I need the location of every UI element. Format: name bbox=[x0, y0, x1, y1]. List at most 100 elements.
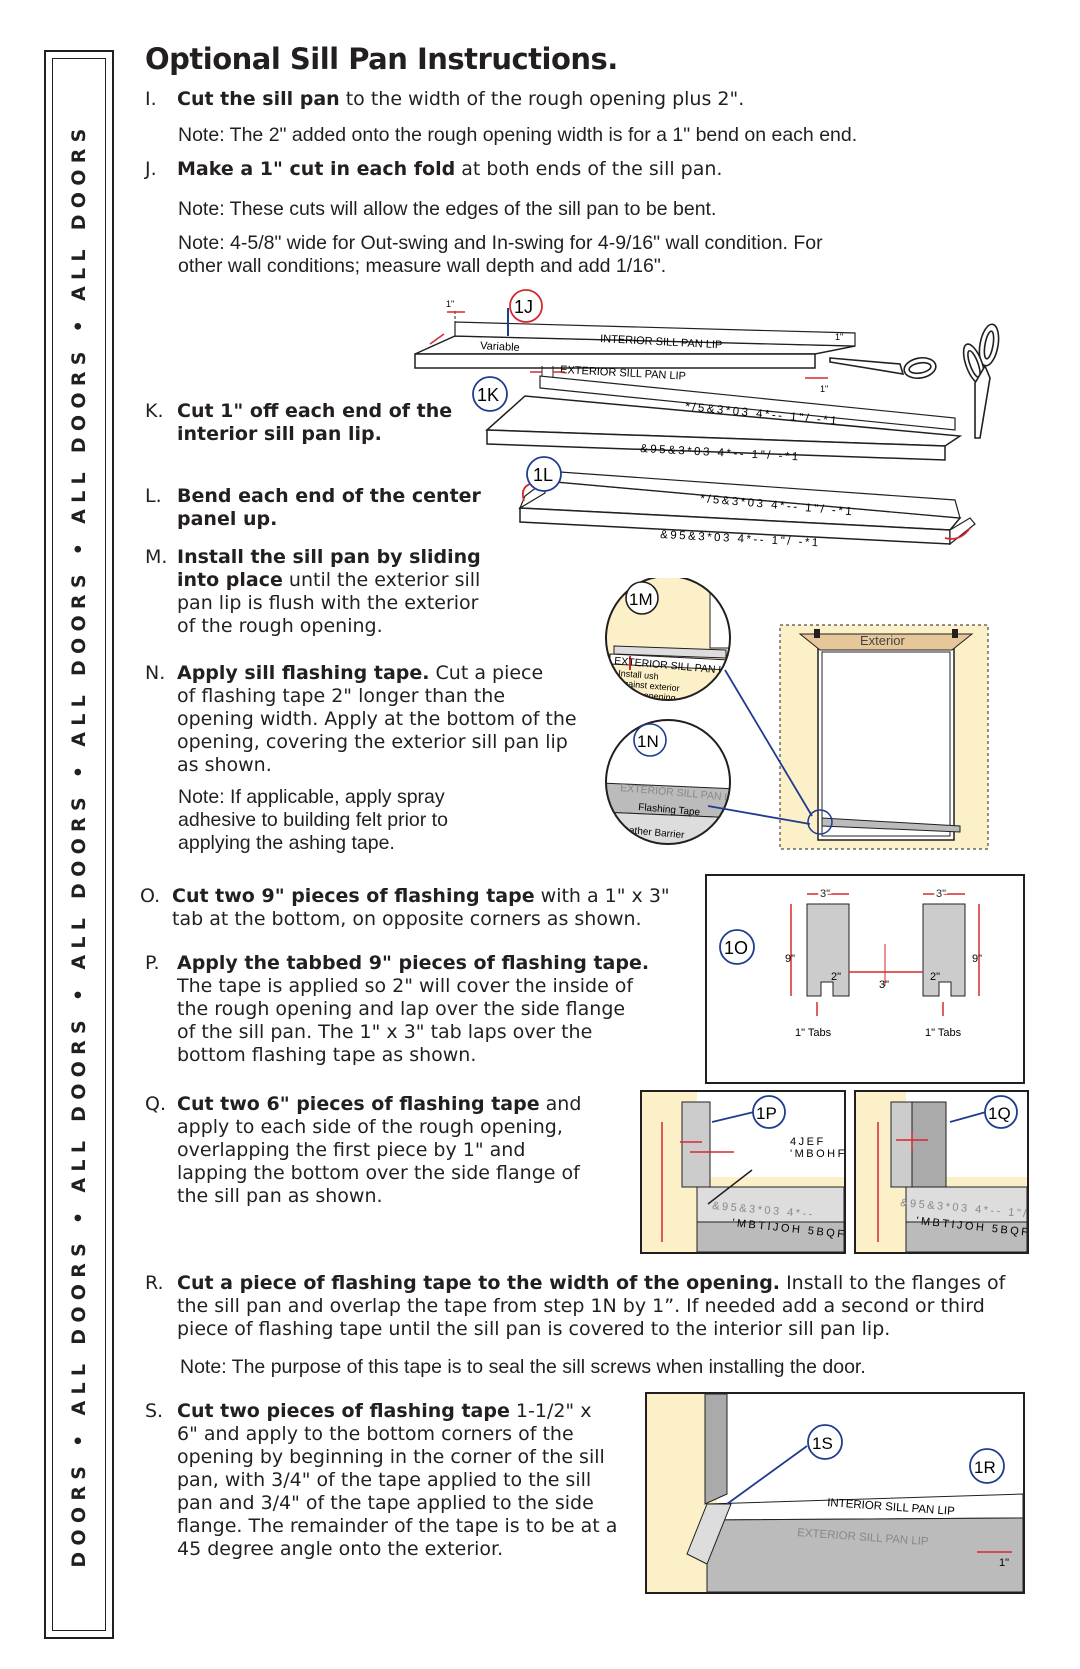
install-diagrams: EXTERIOR SILL PAN LIP Install ush agains… bbox=[605, 578, 989, 850]
step-bold: into place bbox=[177, 569, 283, 591]
step-text: 45 degree angle onto the exterior. bbox=[177, 1538, 504, 1560]
label-1n-tape: Flashing Tape bbox=[638, 802, 701, 818]
callout-1r: 1R bbox=[974, 1458, 996, 1477]
step-text: overlapping the first piece by 1" and bbox=[177, 1139, 526, 1161]
step-bold: Cut a piece of flashing tape to the widt… bbox=[177, 1272, 781, 1294]
step-text: bottom flashing tape as shown. bbox=[177, 1044, 477, 1066]
step-text: piece of flashing tape until the sill pa… bbox=[177, 1318, 891, 1340]
step-r: R. Cut a piece of flashing tape to the w… bbox=[145, 1272, 1025, 1344]
step-letter: I. bbox=[145, 88, 157, 110]
note-n: Note: If applicable, apply spray adhesiv… bbox=[178, 786, 448, 855]
step-text: 6" and apply to the bottom corners of th… bbox=[177, 1423, 574, 1445]
note-j1: Note: These cuts will allow the edges of… bbox=[178, 198, 717, 220]
step-text: pan, with 3/4" of the tape applied to th… bbox=[177, 1469, 592, 1491]
step-letter: L. bbox=[145, 485, 162, 507]
step-text: apply to each side of the rough opening, bbox=[177, 1116, 563, 1138]
step-bold: Cut two pieces of flashing tape bbox=[177, 1400, 510, 1422]
callout-1p: 1P bbox=[756, 1104, 777, 1123]
figure-1s: INTERIOR SILL PAN LIP EXTERIOR SILL PAN … bbox=[645, 1392, 1025, 1594]
dim-1j-left: 1" bbox=[446, 299, 454, 309]
figure-1o: 1O 3" 3" 9" 9" 2" 2" 3" 1" Tabs 1" Tabs bbox=[705, 874, 1025, 1084]
step-letter: M. bbox=[145, 546, 168, 568]
note-line: applying the ashing tape. bbox=[178, 832, 395, 854]
step-text: of the sill pan. The 1" x 3" tab laps ov… bbox=[177, 1021, 593, 1043]
step-text: and bbox=[539, 1093, 582, 1115]
step-letter: K. bbox=[145, 400, 164, 422]
step-text: the sill pan and overlap the tape from s… bbox=[177, 1295, 985, 1317]
dim-1o-tab-left: 2" bbox=[831, 971, 841, 983]
label-1m-install3: rough opening. bbox=[618, 688, 679, 703]
step-text: the rough opening and lap over the side … bbox=[177, 998, 626, 1020]
step-letter: N. bbox=[145, 662, 166, 684]
step-text: tab at the bottom, on opposite corners a… bbox=[172, 908, 642, 930]
step-p: P. Apply the tabbed 9" pieces of flashin… bbox=[145, 952, 685, 1070]
sidebar-frame: DOORS • ALL DOORS • ALL DOORS • ALL DOOR… bbox=[44, 50, 114, 1639]
label-exterior: Exterior bbox=[860, 633, 905, 648]
label-1o-tabs-right: 1" Tabs bbox=[925, 1027, 962, 1039]
step-text: of the rough opening. bbox=[177, 615, 383, 637]
step-text: flange. The remainder of the tape is to … bbox=[177, 1515, 618, 1537]
callout-1j: 1J bbox=[514, 297, 533, 317]
step-bold: Bend each end of the center bbox=[177, 485, 481, 507]
dim-1j-right-top: 1" bbox=[835, 332, 843, 342]
step-text: 1-1/2" x bbox=[509, 1400, 592, 1422]
step-bold: panel up. bbox=[177, 508, 278, 530]
note-j2b: other wall conditions; measure wall dept… bbox=[178, 255, 667, 277]
step-bold: Cut two 9" pieces of flashing tape bbox=[172, 885, 535, 907]
callout-1k: 1K bbox=[477, 385, 499, 405]
figure-1p: 4JEF 'MBOHF &95&3*03 4*-- 'MBTIJOH 5BQF … bbox=[640, 1090, 846, 1254]
step-text: Cut a piece bbox=[429, 662, 544, 684]
step-text: Install to the flanges of bbox=[780, 1272, 1006, 1294]
dim-1o-height-right: 9" bbox=[972, 953, 982, 965]
sill-pan-diagrams: 1" Variable INTERIOR SILL PAN LIP EXTERI… bbox=[414, 289, 1000, 549]
step-bold: Install the sill pan by sliding bbox=[177, 546, 481, 568]
step-text: until the exterior sill bbox=[282, 569, 481, 591]
step-j: J. Make a 1" cut in each fold at both en… bbox=[145, 158, 905, 182]
step-s: S. Cut two pieces of flashing tape 1-1/2… bbox=[145, 1400, 645, 1565]
label-variable: Variable bbox=[480, 340, 520, 354]
dim-1o-gap: 3" bbox=[879, 979, 889, 991]
note-i: Note: The 2" added onto the rough openin… bbox=[178, 124, 858, 146]
step-bold: Cut the sill pan bbox=[177, 88, 340, 110]
step-letter: J. bbox=[145, 158, 157, 180]
callout-1s: 1S bbox=[812, 1434, 833, 1453]
note-r: Note: The purpose of this tape is to sea… bbox=[180, 1356, 866, 1378]
step-text: opening by beginning in the corner of th… bbox=[177, 1446, 605, 1468]
step-text: as shown. bbox=[177, 754, 272, 776]
step-text: opening width. Apply at the bottom of th… bbox=[177, 708, 577, 730]
step-bold: Apply the tabbed 9" pieces of flashing t… bbox=[177, 952, 650, 974]
dim-1o-width-left: 3" bbox=[820, 888, 830, 900]
step-letter: S. bbox=[145, 1400, 164, 1422]
step-text: The tape is applied so 2" will cover the… bbox=[177, 975, 634, 997]
step-letter: O. bbox=[140, 885, 161, 907]
callout-1q: 1Q bbox=[988, 1104, 1011, 1123]
note-j2a: Note: 4-5/8" wide for Out-swing and In-s… bbox=[178, 232, 823, 254]
step-bold: Apply sill flashing tape. bbox=[177, 662, 430, 684]
step-text: opening, covering the exterior sill pan … bbox=[177, 731, 568, 753]
page-title: Optional Sill Pan Instructions. bbox=[145, 42, 618, 76]
step-text: pan and 3/4" of the tape applied to the … bbox=[177, 1492, 594, 1514]
step-text: pan lip is flush with the exterior bbox=[177, 592, 479, 614]
sidebar-text: DOORS • ALL DOORS • ALL DOORS • ALL DOOR… bbox=[68, 121, 90, 1568]
note-line: adhesive to building felt prior to bbox=[178, 809, 448, 831]
step-bold: Cut two 6" pieces of flashing tape bbox=[177, 1093, 540, 1115]
dim-1o-height-left: 9" bbox=[785, 953, 795, 965]
step-bold: interior sill pan lip. bbox=[177, 423, 382, 445]
note-line: Note: If applicable, apply spray bbox=[178, 786, 445, 808]
step-text: lapping the bottom over the side flange … bbox=[177, 1162, 580, 1184]
step-text: of flashing tape 2" longer than the bbox=[177, 685, 506, 707]
step-o: O. Cut two 9" pieces of flashing tape wi… bbox=[140, 885, 680, 933]
step-text: at both ends of the sill pan. bbox=[455, 158, 723, 180]
callout-1m: 1M bbox=[629, 590, 653, 609]
figure-1q: &95&3*03 4*-- 1"/ -* 'MBTIJOH 5BQF 1Q bbox=[854, 1090, 1029, 1254]
step-text: with a 1" x 3" bbox=[534, 885, 670, 907]
step-text: the sill pan as shown. bbox=[177, 1185, 383, 1207]
callout-1o: 1O bbox=[724, 938, 748, 958]
dim-1o-width-right: 3" bbox=[936, 888, 946, 900]
step-n: N. Apply sill flashing tape. Cut a piece… bbox=[145, 662, 595, 780]
label-1p-g2: 'MBOHF bbox=[790, 1148, 844, 1160]
callout-1n: 1N bbox=[637, 732, 659, 751]
